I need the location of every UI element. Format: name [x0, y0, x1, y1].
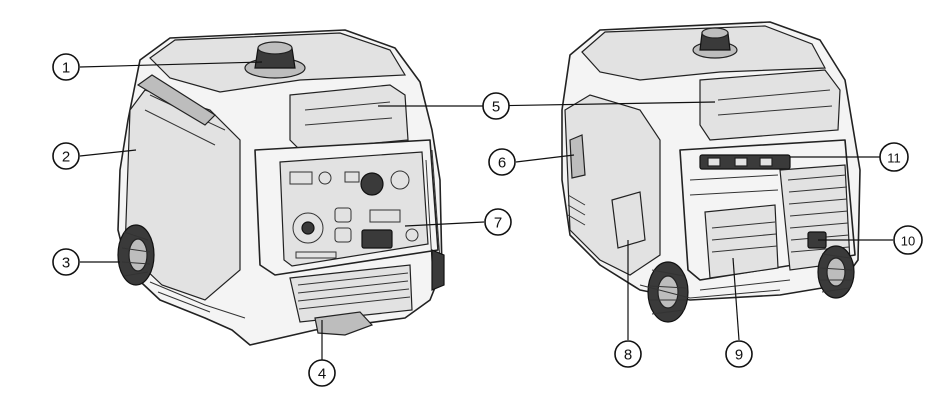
callout-10-label: 10: [901, 234, 915, 249]
callout-3: 3: [52, 248, 80, 276]
callout-9: 9: [725, 340, 753, 368]
callout-4-label: 4: [318, 366, 326, 383]
callout-7-label: 7: [494, 215, 502, 232]
rear-wheel-right-icon: [817, 245, 855, 299]
callout-9-label: 9: [735, 347, 743, 364]
callout-1: 1: [52, 53, 80, 81]
callout-11: 11: [879, 142, 909, 172]
leader-lines: [79, 61, 893, 360]
callout-2: 2: [52, 142, 80, 170]
front-wheel-icon: [117, 224, 155, 286]
callout-6-label: 6: [498, 155, 506, 172]
callout-11-label: 11: [887, 151, 901, 166]
callout-2-label: 2: [62, 149, 70, 166]
callout-5-label: 5: [492, 99, 500, 116]
callout-4: 4: [308, 359, 336, 387]
rear-view-generator: [561, 21, 861, 323]
front-view-generator: [117, 29, 445, 346]
callout-1-label: 1: [62, 60, 70, 77]
callout-5: 5: [482, 92, 510, 120]
callout-7: 7: [484, 208, 512, 236]
callout-8-label: 8: [624, 347, 632, 364]
callout-8: 8: [614, 340, 642, 368]
callout-6: 6: [488, 148, 516, 176]
callout-3-label: 3: [62, 255, 70, 272]
callout-10: 10: [893, 225, 923, 255]
